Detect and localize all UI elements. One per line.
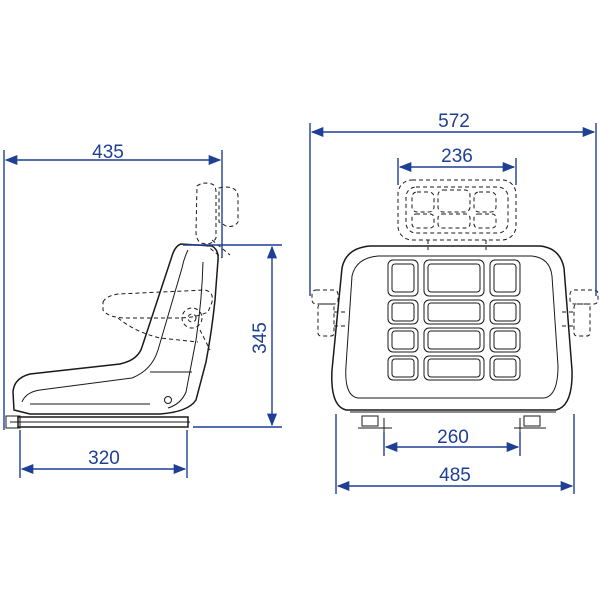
front-mount-feet (350, 411, 556, 432)
label-side-depth: 435 (92, 142, 124, 163)
front-seat-back (331, 245, 573, 411)
side-seat-shell (12, 243, 219, 415)
dim-side-depth: 435 (3, 142, 223, 430)
dim-front-headrest: 236 (397, 146, 517, 185)
side-base-plate (5, 415, 190, 429)
side-headrest-dashed (195, 182, 239, 259)
front-headrest-dashed (397, 179, 517, 250)
dim-front-width-armrests: 572 (309, 111, 597, 296)
dim-front-base: 485 (335, 414, 575, 494)
front-armrest-right-dashed (562, 289, 599, 337)
label-front-mount: 260 (437, 427, 469, 448)
front-armrest-left-dashed (311, 289, 346, 337)
dim-side-base: 320 (19, 430, 188, 478)
side-view: 435 345 320 (3, 142, 282, 478)
label-front-width-armrests: 572 (438, 111, 470, 132)
label-side-height: 345 (250, 322, 271, 354)
label-side-base: 320 (88, 448, 120, 469)
side-armrest-dashed (102, 289, 213, 351)
dim-front-mount: 260 (383, 427, 521, 456)
label-front-base: 485 (439, 465, 471, 486)
dim-side-height: 345 (183, 244, 282, 428)
front-view: 572 236 260 485 (309, 111, 599, 494)
label-front-headrest: 236 (441, 146, 473, 167)
front-back-cushions (387, 259, 521, 381)
